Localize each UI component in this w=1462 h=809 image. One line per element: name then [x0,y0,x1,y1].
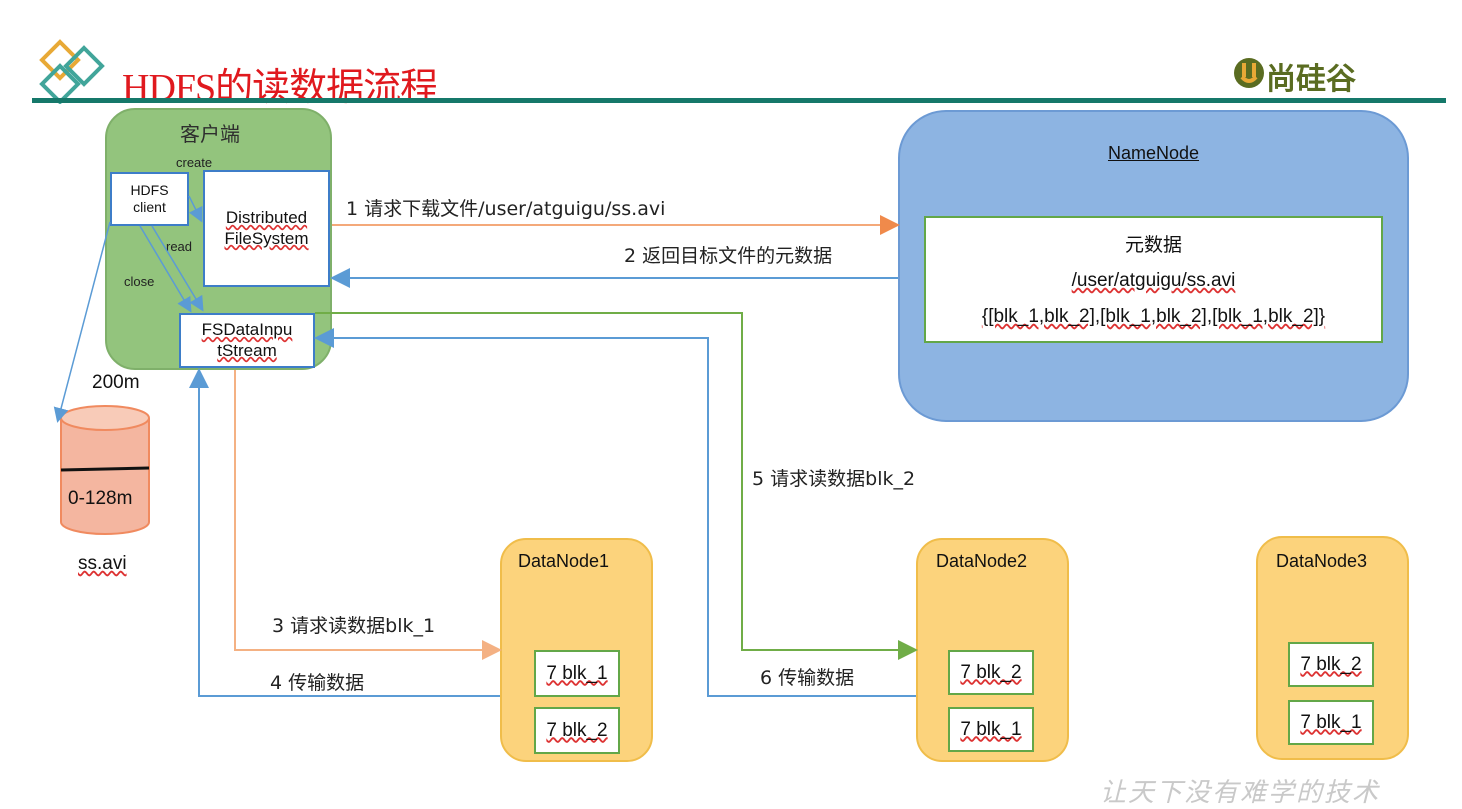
datanode3-block-1-label: 7 blk_2 [1300,653,1362,675]
fsdatainputstream-label: FSDataInpu tStream [201,320,293,360]
disk-size-label: 200m [92,372,140,393]
datanode1-block-2-label: 7 blk_2 [546,719,608,741]
step6-arrow [314,328,916,697]
slogan: 让天下没有难学的技术 [1100,778,1381,808]
metadata-title: 元数据 [1124,234,1182,256]
hdfs-client-box: HDFS client [110,172,189,226]
namenode-title: NameNode [1107,143,1200,163]
step6-label: 6 传输数据 [760,667,855,689]
metadata-path: /user/atguigu/ss.avi [1071,270,1236,291]
close-label: close [124,274,155,289]
metadata-blocks: {[blk_1,blk_2],[blk_1,blk_2],[blk_1,blk_… [981,306,1326,327]
datanode3-title: DataNode3 [1276,551,1368,571]
datanode2-block-2-label: 7 blk_1 [960,718,1022,740]
datanode1-block-1: 7 blk_1 [534,650,620,697]
datanode3-block-2: 7 blk_1 [1288,700,1374,745]
client-to-disk-arrow [53,221,111,423]
step1-label: 1 请求下载文件/user/atguigu/ss.avi [346,198,666,220]
create-label: create [176,155,213,170]
metadata-box [924,216,1383,343]
step5-arrow [315,312,918,660]
datanode3-block-2-label: 7 blk_1 [1300,711,1362,733]
distributed-filesystem-label: Distributed FileSystem [224,208,309,248]
datanode2-block-1-label: 7 blk_2 [960,661,1022,683]
step3-arrow [234,370,502,660]
disk-cylinder-icon [60,405,150,535]
datanode2-block-1: 7 blk_2 [948,650,1034,695]
step4-arrow [189,368,500,697]
close-arrow [139,225,192,313]
step4-label: 4 传输数据 [270,672,365,694]
datanode3-block-1: 7 blk_2 [1288,642,1374,687]
datanode1-title: DataNode1 [518,551,610,571]
distributed-filesystem-box: Distributed FileSystem [203,170,330,287]
datanode1-block-2: 7 blk_2 [534,707,620,754]
read-arrow [151,225,204,312]
brand-name: 尚硅谷 [1266,62,1356,97]
step2-label: 2 返回目标文件的元数据 [624,245,833,267]
file-name-label: ss.avi [78,553,127,574]
datanode2-block-2: 7 blk_1 [948,707,1034,752]
header-divider [32,98,1446,103]
disk-range-label: 0-128m [68,488,133,509]
create-arrow [188,195,203,223]
brand-logo-icon [1234,58,1264,88]
datanode1-block-1-label: 7 blk_1 [546,662,608,684]
step3-label: 3 请求读数据blk_1 [272,615,436,637]
step5-label: 5 请求读数据blk_2 [752,468,916,490]
client-title: 客户端 [180,122,240,146]
datanode2-title: DataNode2 [936,551,1028,571]
read-label: read [166,239,193,254]
